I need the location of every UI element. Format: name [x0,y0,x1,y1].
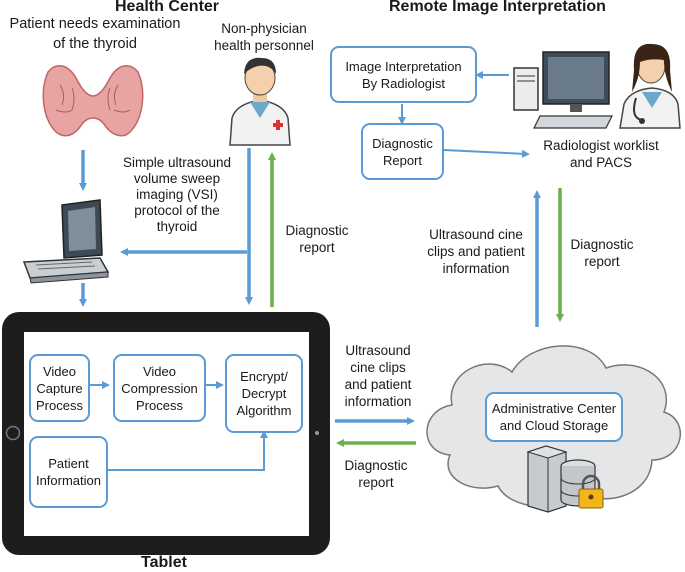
radiologist-icon [619,43,681,129]
ultrasound-cine-right-label: Ultrasound cine clips and patient inform… [427,227,525,276]
server-icon [526,445,568,513]
arrow-report-to-pacs [443,149,530,158]
nurse-icon [229,57,291,146]
diagnostic-report-mid-label: Diagnostic report [344,458,408,490]
diagnostic-report-box: Diagnostic Report [361,123,444,180]
video-compression-box: Video Compression Process [113,354,206,422]
remote-interpretation-title: Remote Image Interpretation [389,0,606,15]
computer-icon [513,51,613,129]
radiologist-worklist-label: Radiologist worklist and PACS [543,138,659,170]
tablet-icon [2,312,330,555]
diagnostic-report-right-label: Diagnostic report [570,237,634,269]
vsi-protocol-label: Simple ultrasound volume sweep imaging (… [122,155,232,234]
encrypt-decrypt-box: Encrypt/ Decrypt Algorithm [225,354,303,433]
image-interpretation-box: Image Interpretation By Radiologist [330,46,477,103]
patient-needs-label: Patient needs examination of the thyroid [9,16,181,52]
ultrasound-machine-icon [22,199,110,284]
patient-information-box: Patient Information [29,436,108,508]
diagnostic-report-left-label: Diagnostic report [285,223,349,255]
padlock-icon [578,474,604,509]
ultrasound-cine-mid-label: Ultrasound cine clips and patient inform… [344,343,412,409]
video-capture-box: Video Capture Process [29,354,90,422]
admin-center-box: Administrative Center and Cloud Storage [485,392,623,442]
health-center-title: Health Center [115,0,220,15]
tablet-title: Tablet [141,554,187,571]
arrow-patientinfo-to-encrypt [108,430,268,471]
thyroid-icon [42,65,144,137]
non-physician-label: Non-physician health personnel [214,21,314,53]
